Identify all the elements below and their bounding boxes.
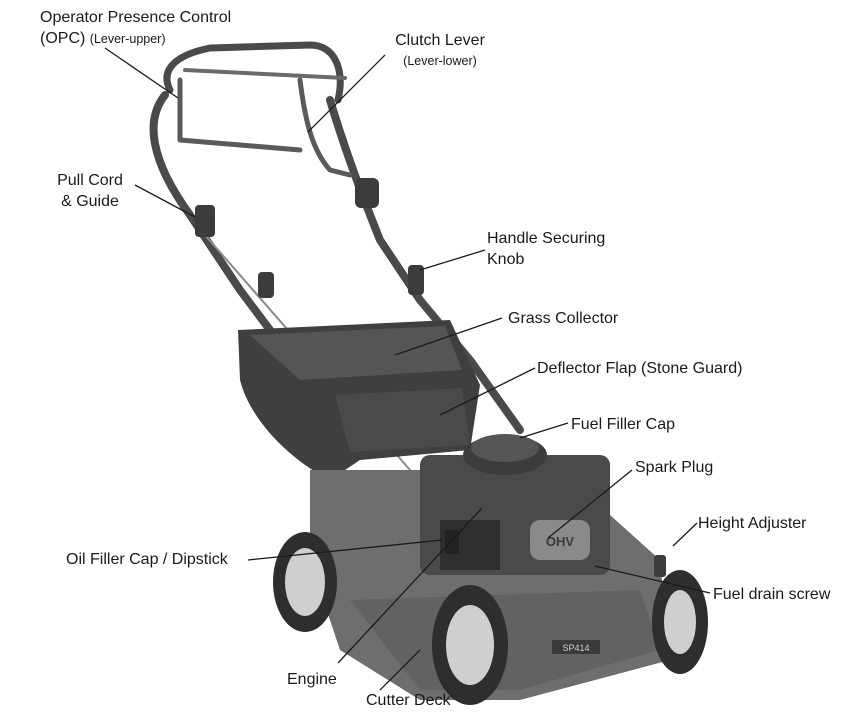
label-pull-cord: Pull Cord & Guide [50, 170, 130, 212]
ohv-cover [530, 520, 590, 560]
label-opc-sub: (Lever-upper) [89, 32, 166, 46]
label-cutter-deck: Cutter Deck [366, 692, 451, 709]
handle-upper-bar [183, 68, 347, 80]
leader-height-adjuster [672, 522, 698, 547]
leader-clutch [307, 54, 386, 133]
label-height-adjuster: Height Adjuster [698, 515, 807, 532]
deck-model-plate [552, 640, 600, 654]
leader-lines [104, 47, 711, 691]
label-oil-filler-cap: Oil Filler Cap / Dipstick [66, 551, 228, 568]
leader-engine [337, 507, 483, 664]
ohv-text: OHV [546, 534, 575, 549]
leader-opc [104, 47, 179, 99]
leader-cutter-deck [379, 649, 421, 691]
opc-lever [163, 41, 344, 104]
leader-oil-cap [247, 539, 443, 561]
label-pull-cord-line1: Pull Cord [57, 172, 123, 189]
handle-securing-knob [408, 265, 424, 295]
label-opc: Operator Presence Control (OPC) (Lever-u… [40, 7, 231, 50]
leader-handle-knob [419, 249, 486, 271]
leader-fuel-cap [519, 422, 569, 439]
label-fuel-filler-cap: Fuel Filler Cap [571, 416, 676, 433]
label-deflector-flap: Deflector Flap (Stone Guard) [537, 360, 743, 377]
engine-block: OHV [420, 434, 610, 575]
height-adjuster-lever [654, 555, 666, 577]
leader-fuel-drain [594, 565, 711, 594]
clutch-lever [177, 77, 353, 178]
oil-filler-cap-shape [445, 530, 459, 554]
label-handle-securing-knob: Handle Securing Knob [487, 228, 605, 270]
grass-collector [238, 320, 480, 480]
handle-clip [355, 178, 379, 208]
front-right-wheel [652, 570, 708, 674]
pull-cord-guide [195, 205, 215, 237]
label-handle-knob-line1: Handle Securing [487, 230, 606, 247]
label-clutch-line1: Clutch Lever [395, 32, 485, 49]
front-left-wheel [432, 585, 508, 705]
rear-left-wheel [273, 532, 337, 632]
leader-deflector [439, 367, 536, 416]
label-clutch-lever: Clutch Lever (Lever-lower) [385, 30, 495, 72]
label-handle-knob-line2: Knob [487, 251, 525, 268]
label-fuel-drain-screw: Fuel drain screw [713, 586, 831, 603]
leader-pull-cord [134, 184, 196, 218]
label-grass-collector: Grass Collector [508, 310, 619, 327]
label-opc-line1: Operator Presence Control [40, 9, 232, 26]
label-engine: Engine [287, 671, 337, 688]
handle-knob-left [258, 272, 274, 298]
label-clutch-sub: (Lever-lower) [403, 54, 477, 68]
leader-spark-plug [547, 469, 633, 539]
label-opc-line2: (OPC) [40, 30, 86, 47]
deck-model-text: SP414 [562, 643, 589, 653]
label-spark-plug: Spark Plug [635, 459, 714, 476]
leader-grass-collector [394, 317, 503, 356]
label-pull-cord-line2: & Guide [61, 193, 119, 210]
